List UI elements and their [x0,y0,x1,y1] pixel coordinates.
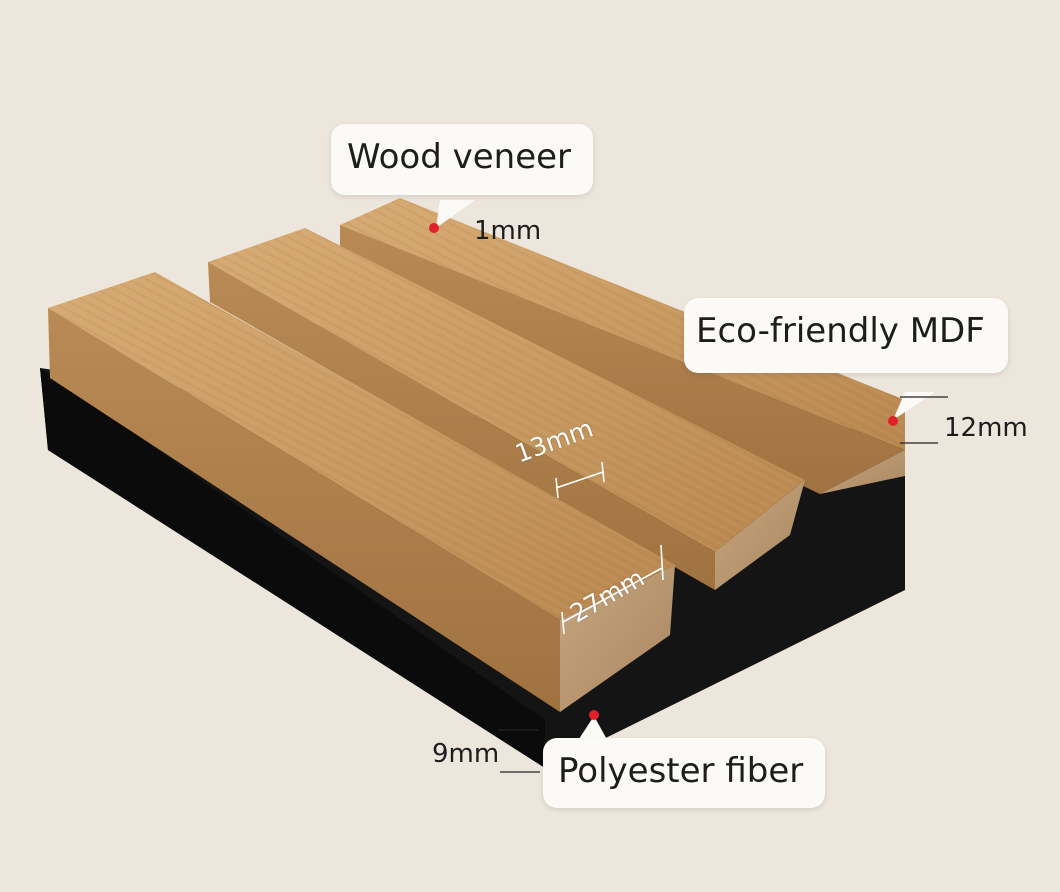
label-polyester: Polyester fiber [558,751,804,791]
dimension-veneer-thickness: 1mm [474,216,542,246]
marker-dot-wood [429,223,439,233]
callout-polyester: Polyester fiber [543,738,825,808]
marker-dot-polyester [589,710,599,720]
dimension-mdf-thickness: 12mm [944,413,1028,443]
callout-wood-veneer: Wood veneer [331,124,593,195]
callout-tail-polyester [575,716,610,745]
dimension-lines-mdf [900,396,948,444]
dimension-marker-gap [555,461,605,499]
callout-eco-mdf: Eco-friendly MDF [684,298,1008,373]
dimension-lines-felt [498,729,540,773]
slat-front [48,272,675,712]
marker-dot-mdf [888,416,898,426]
dimension-felt-thickness: 9mm [432,739,500,769]
slat-middle [208,228,805,590]
callout-tail-wood [436,200,475,228]
callout-tail-mdf [893,392,935,420]
label-eco-mdf: Eco-friendly MDF [696,311,985,351]
label-wood-veneer: Wood veneer [347,137,572,177]
dimension-marker-slat [561,544,664,635]
slat-back [340,198,905,494]
